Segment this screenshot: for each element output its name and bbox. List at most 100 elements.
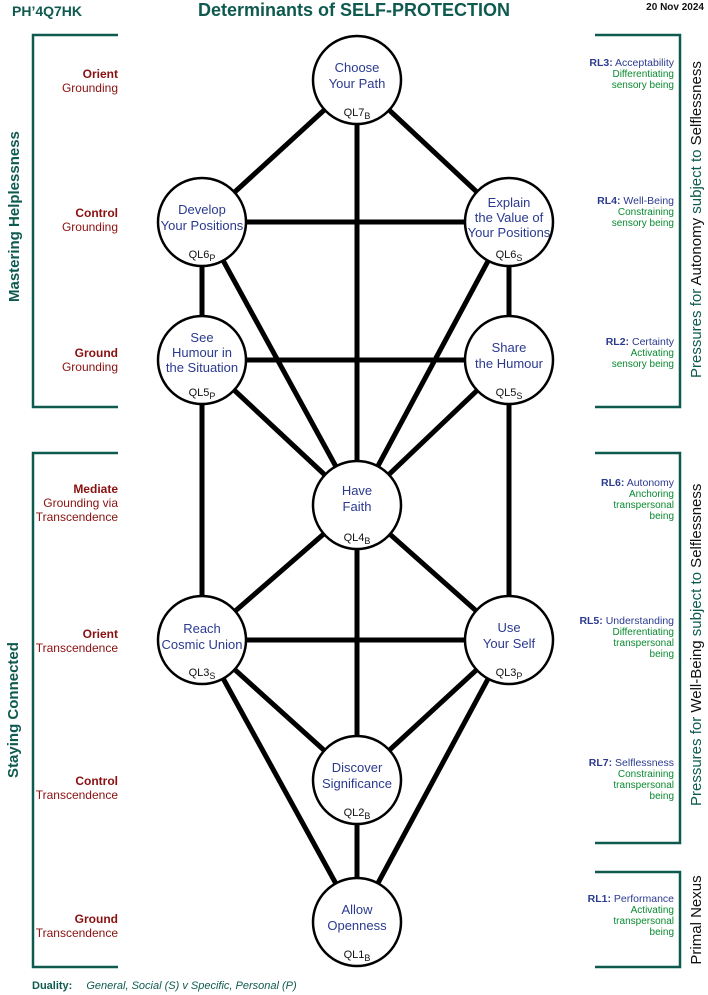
- rl-desc-1: Constraining: [617, 207, 674, 218]
- rl-desc-2: sensory being: [611, 218, 674, 229]
- node-ql4-have-faith: Have Faith QL4B: [312, 460, 402, 550]
- group-brackets: [31, 33, 682, 969]
- node-label-1: Have: [341, 483, 373, 498]
- node-ql3p-use-your-self: Use Your Self QL3P: [464, 595, 554, 685]
- rl-code: RL1:: [587, 893, 611, 905]
- rl-code: RL2:: [605, 336, 630, 348]
- node-label-2: Your Self: [482, 636, 536, 651]
- node-ql7-choose-your-path: Choose Your Path QL7B: [312, 35, 402, 125]
- left-label-verb: Ground: [74, 346, 118, 360]
- rl-name: Performance: [613, 893, 674, 905]
- right-label-rl4: RL4: Well-Being Constraining sensory bei…: [568, 195, 674, 230]
- duality-legend: Duality:General, Social (S) v Specific, …: [32, 980, 297, 992]
- node-label-1: Choose: [334, 60, 380, 75]
- node-label-1: Share: [491, 340, 527, 355]
- rl-desc-1: Anchoring: [628, 489, 674, 500]
- left-label-control-transcendence: Control Transcendence: [20, 774, 118, 802]
- circle-ql6p: [156, 176, 248, 268]
- node-label-2: Your Positions: [160, 218, 244, 233]
- pressures-prefix: Pressures for: [688, 285, 705, 378]
- node-ql-code: QL5P: [188, 386, 216, 401]
- circle-ql2: [311, 734, 403, 826]
- document-code: PH’4Q7HK: [12, 3, 83, 19]
- rl-name: Acceptability: [615, 57, 674, 69]
- group-staying-label: Staying Connected: [5, 642, 22, 778]
- left-label-mode: Transcendence: [35, 641, 118, 655]
- left-label-control-grounding: Control Grounding: [20, 206, 118, 234]
- pressures-subject-to: subject to: [688, 567, 705, 641]
- node-label-2: the Humour: [475, 356, 543, 371]
- node-ql5p-see-humour: See Humour in the Situation QL5P: [157, 315, 247, 405]
- node-label-2: Faith: [342, 499, 372, 514]
- node-label-2: Openness: [327, 918, 387, 933]
- left-label-mediate: Mediate Grounding via Transcendence: [20, 482, 118, 524]
- rl-desc-1: Activating: [630, 905, 674, 916]
- rl-desc-1: Differentiating: [612, 69, 674, 80]
- left-label-verb: Orient: [82, 627, 118, 641]
- node-circles: [156, 34, 555, 968]
- left-label-mode: Grounding: [61, 220, 118, 234]
- rl-name: Well-Being: [623, 195, 674, 207]
- duality-value: General, Social (S) v Specific, Personal…: [86, 980, 297, 992]
- edge-ql3p-ql1: [354, 637, 512, 925]
- pressures-prefix: Pressures for: [688, 712, 705, 806]
- rl-code: RL5:: [579, 615, 603, 627]
- node-ql-code: QL4B: [343, 531, 371, 546]
- rl-desc-3: being: [649, 649, 674, 660]
- left-label-verb: Control: [75, 206, 118, 220]
- left-label-mode: Transcendence: [35, 788, 118, 802]
- rl-desc-2: transpersonal: [613, 780, 674, 791]
- rl-desc-3: being: [649, 511, 674, 522]
- edge-ql6s-ql4: [354, 219, 512, 508]
- primal-nexus-label: Primal Nexus: [688, 875, 705, 965]
- node-label-2: the Value of: [474, 210, 544, 225]
- rl-desc-1: Differentiating: [612, 627, 674, 638]
- pressures-selflessness-term: Selflessness: [688, 61, 705, 146]
- right-label-rl7: RL7: Selflessness Constraining transpers…: [568, 757, 674, 803]
- group-pressures-autonomy: Pressures for Autonomy subject to Selfle…: [688, 61, 708, 378]
- left-label-ground-grounding: Ground Grounding: [20, 346, 118, 374]
- node-ql-code: QL3P: [495, 666, 523, 681]
- node-ql-code: QL7B: [343, 106, 371, 121]
- circle-ql6s: [463, 176, 555, 268]
- left-label-mode: Grounding: [61, 81, 118, 95]
- left-label-ground-transcendence: Ground Transcendence: [20, 912, 118, 940]
- node-label-2: Significance: [321, 776, 393, 791]
- left-label-mode: Transcendence: [35, 926, 118, 940]
- rl-name: Certainty: [631, 336, 674, 348]
- rl-code: RL4:: [597, 195, 621, 207]
- node-ql2-discover-significance: Discover Significance QL2B: [312, 735, 402, 825]
- right-label-rl5: RL5: Understanding Differentiating trans…: [568, 615, 674, 661]
- left-label-verb: Ground: [74, 912, 118, 926]
- node-label-1: Use: [497, 620, 521, 635]
- circle-ql7: [311, 34, 403, 126]
- circle-ql4: [311, 459, 403, 551]
- node-ql-code: QL3S: [188, 666, 216, 681]
- circle-ql5p: [156, 314, 248, 406]
- left-label-orient-transcendence: Orient Transcendence: [20, 627, 118, 655]
- rl-desc-2: sensory being: [611, 359, 674, 370]
- node-ql-code: QL6S: [495, 248, 523, 263]
- rl-desc-2: transpersonal: [613, 638, 674, 649]
- bracket-wellbeing: [595, 451, 682, 845]
- group-pressures-wellbeing: Pressures for Well-Being subject to Self…: [688, 484, 708, 806]
- rl-desc-2: sensory being: [611, 80, 674, 91]
- right-label-rl3: RL3: Acceptability Differentiating senso…: [568, 57, 674, 92]
- node-ql-code: QL5S: [495, 386, 523, 401]
- rl-desc-3: being: [649, 927, 674, 938]
- rl-code: RL7:: [588, 757, 613, 769]
- circle-ql3p: [463, 594, 555, 686]
- right-label-rl1: RL1: Performance Activating transpersona…: [568, 893, 674, 939]
- pressures-autonomy-term: Autonomy: [688, 217, 705, 286]
- pressures-subject-to: subject to: [688, 145, 705, 218]
- group-staying-connected: Staying Connected: [5, 635, 25, 785]
- edge-ql3s-ql1: [199, 637, 360, 925]
- node-label-2: Humour in: [172, 345, 232, 360]
- circle-ql3s: [156, 594, 248, 686]
- left-label-verb: Mediate: [73, 482, 118, 496]
- rl-desc-3: being: [649, 791, 674, 802]
- left-label-verb: Control: [75, 774, 118, 788]
- rl-desc-2: transpersonal: [613, 500, 674, 511]
- rl-name: Autonomy: [626, 477, 674, 489]
